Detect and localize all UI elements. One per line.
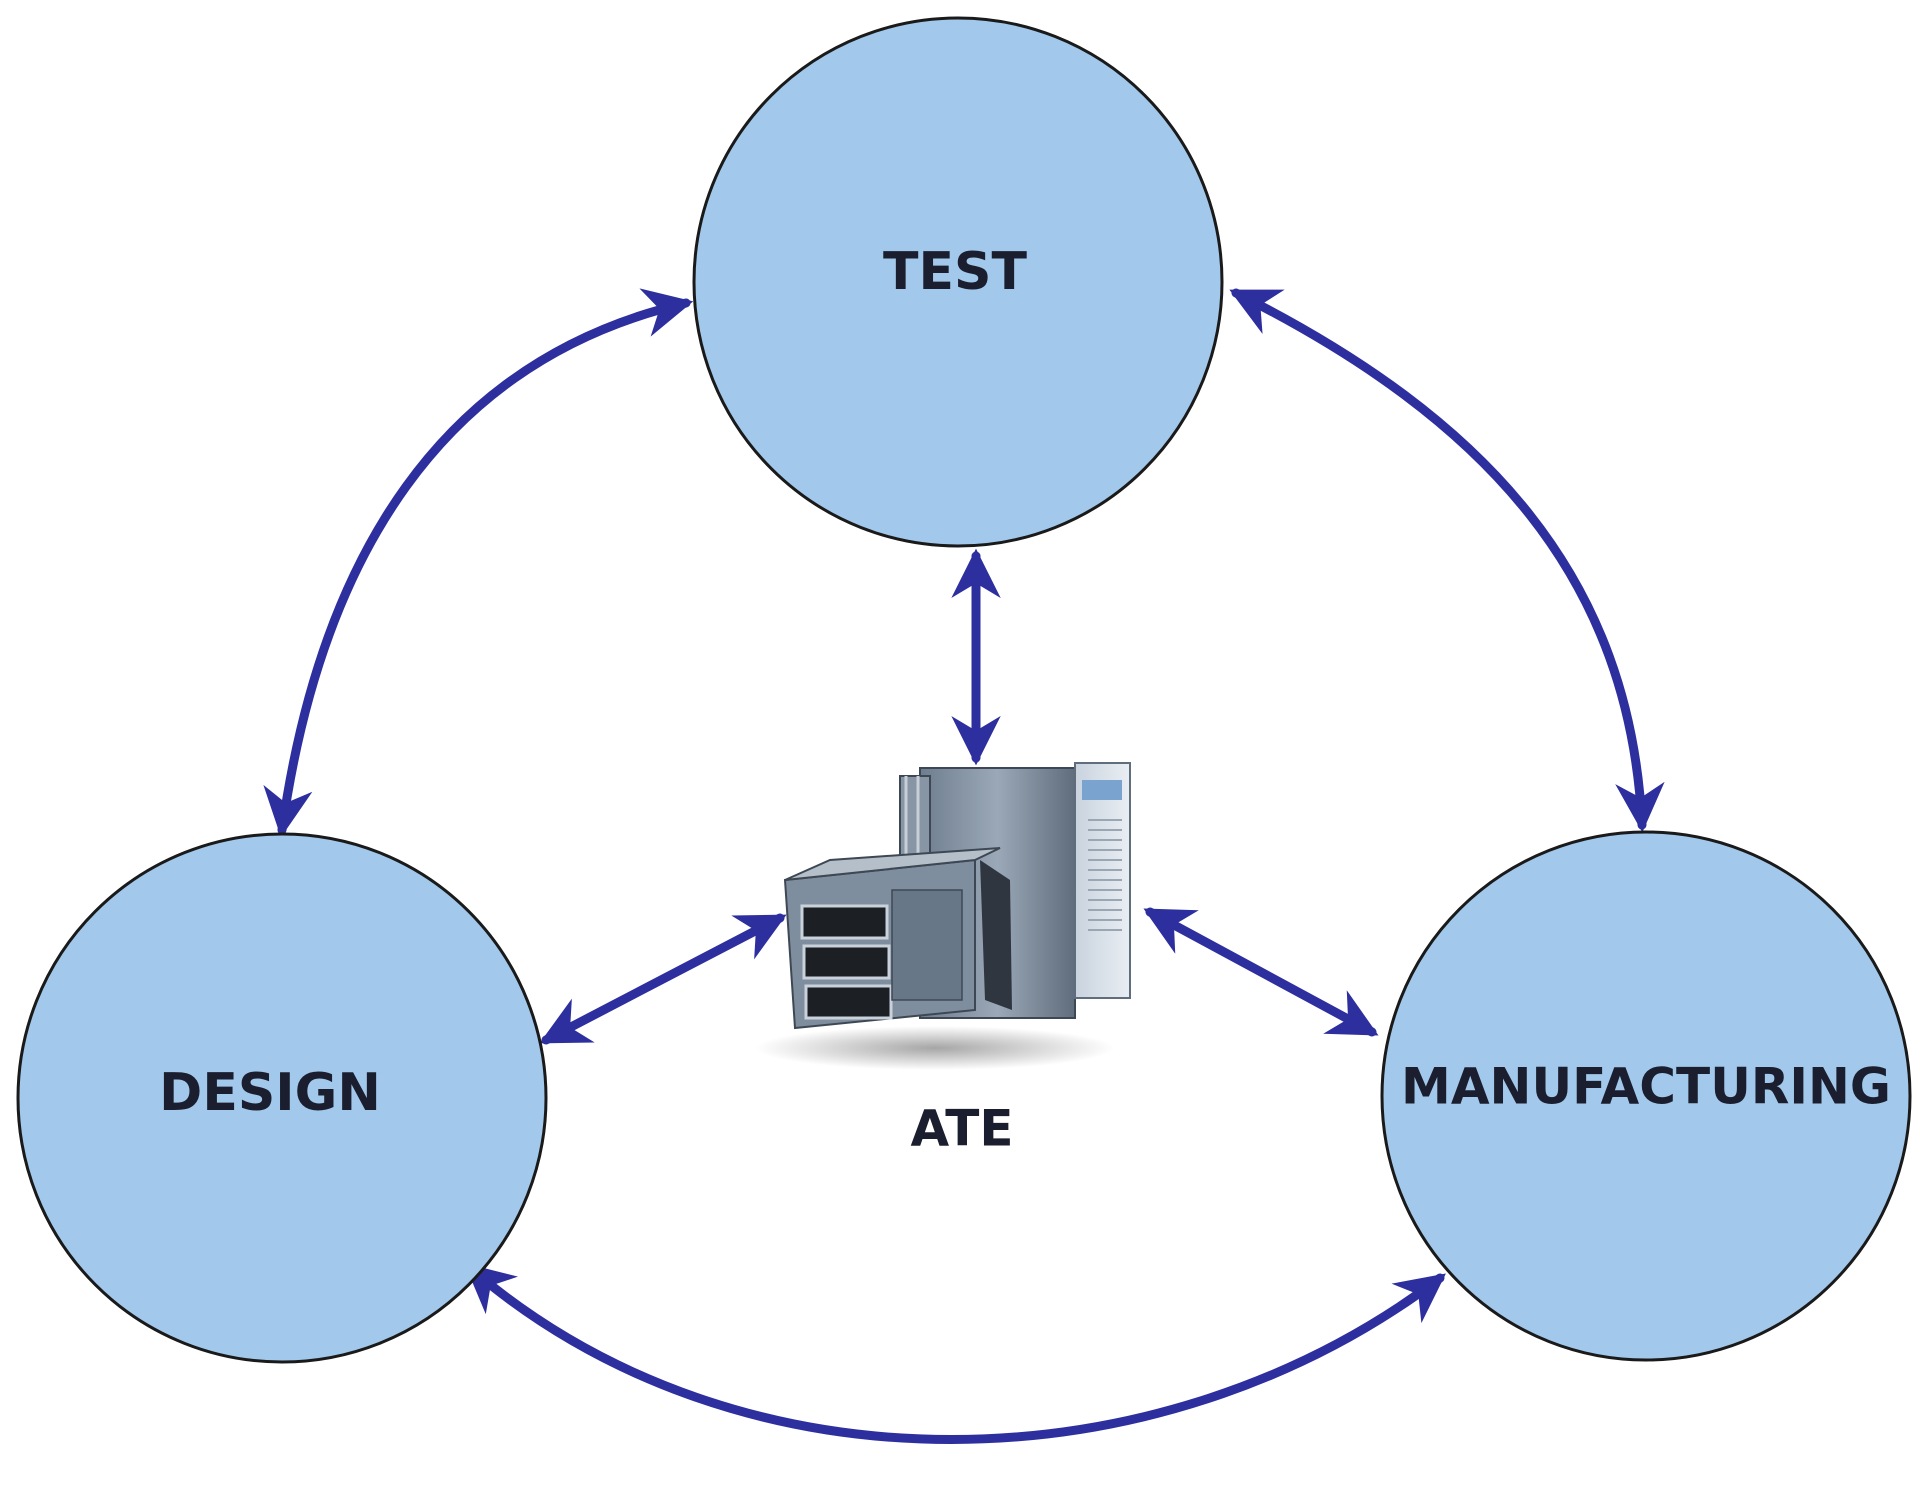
ate-label: ATE bbox=[910, 1100, 1013, 1158]
test-circle bbox=[692, 16, 1224, 548]
arrows bbox=[263, 288, 1665, 1444]
arrow-ate-design bbox=[539, 913, 787, 1045]
arrow-design-manufacturing bbox=[464, 1263, 1446, 1444]
node-design: DESIGN bbox=[16, 832, 548, 1364]
node-manufacturing: MANUFACTURING bbox=[1380, 830, 1912, 1362]
manufacturing-label: MANUFACTURING bbox=[1401, 1058, 1891, 1116]
manufacturing-circle bbox=[1380, 830, 1912, 1362]
node-test: TEST bbox=[692, 16, 1224, 548]
design-circle bbox=[16, 832, 548, 1364]
design-label: DESIGN bbox=[159, 1063, 381, 1123]
ate-test-equipment-icon bbox=[755, 762, 1131, 1070]
arrow-ate-manufacturing bbox=[1143, 907, 1379, 1037]
arrow-design-test bbox=[263, 288, 694, 838]
arrow-test-manufacturing bbox=[1229, 288, 1665, 833]
test-label: TEST bbox=[883, 242, 1027, 302]
